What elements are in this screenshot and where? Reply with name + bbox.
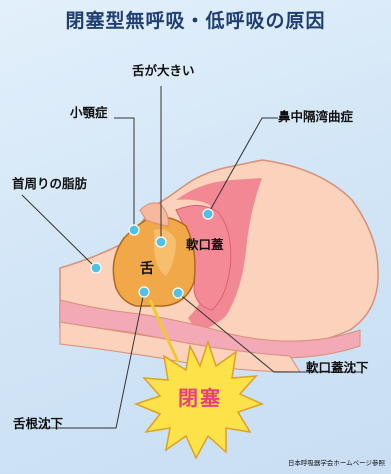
source-credit: 日本呼吸器学会ホームページ参照 <box>287 459 385 467</box>
label-soft-palate: 軟口蓋 <box>186 237 224 252</box>
leader-lines <box>21 86 362 429</box>
label-neck-fat: 首周りの脂肪 <box>12 176 88 191</box>
label-septum-deviation: 鼻中隔湾曲症 <box>278 109 354 124</box>
label-micrognathia: 小顎症 <box>70 105 108 120</box>
label-tongue: 舌 <box>140 261 154 277</box>
obstruction-burst <box>133 299 265 460</box>
diagram-title: 閉塞型無呼吸・低呼吸の原因 <box>65 10 326 32</box>
marker-dots <box>90 208 214 299</box>
label-soft-palate-fall: 軟口蓋沈下 <box>306 360 369 375</box>
jaw-band <box>59 299 361 359</box>
label-tongue-large: 舌が大きい <box>132 63 195 78</box>
label-obstruction: 閉塞 <box>178 386 222 410</box>
label-tongue-base-fall: 舌根沈下 <box>13 416 64 431</box>
